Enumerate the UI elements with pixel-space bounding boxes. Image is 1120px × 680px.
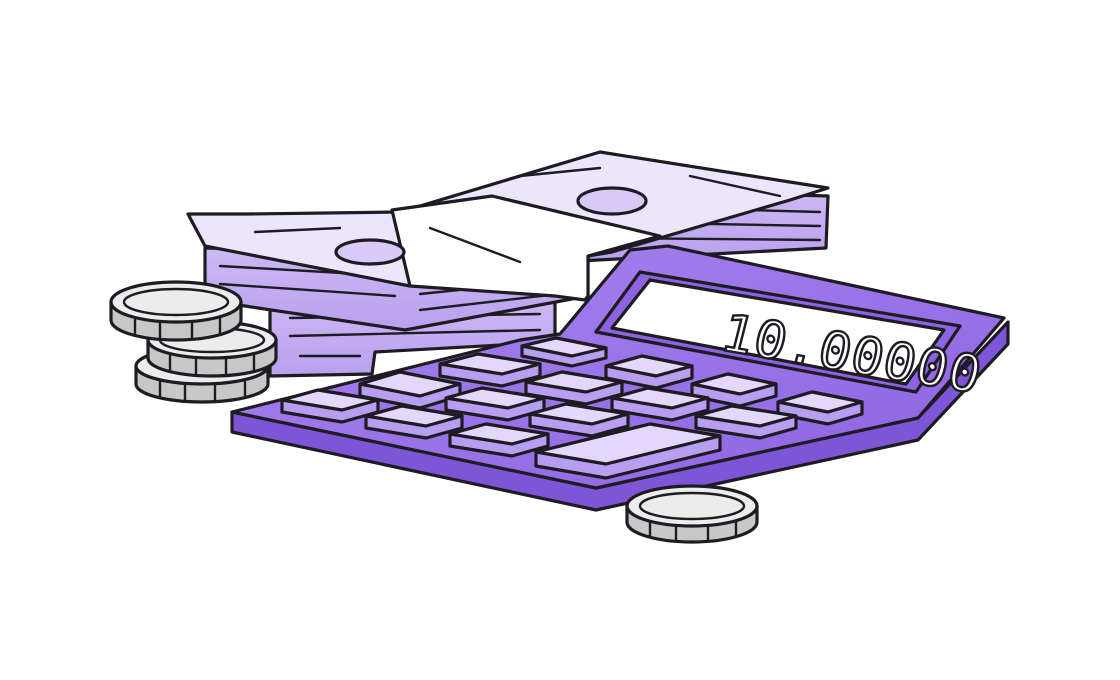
calculator-key xyxy=(604,354,694,390)
calculator-key xyxy=(528,402,630,438)
calculator-key xyxy=(694,404,798,440)
coin-icon xyxy=(109,280,243,342)
calculator-key xyxy=(438,352,542,388)
calculator-key xyxy=(520,336,608,368)
calculator-icon: 10.00000 xyxy=(230,244,1010,512)
calculator-key xyxy=(280,388,380,424)
coin-icon xyxy=(625,484,759,544)
calculator-key xyxy=(776,390,864,426)
calculator-key xyxy=(364,404,464,440)
calculator-wide-key xyxy=(534,422,722,480)
coin-stack-icon xyxy=(109,280,278,404)
calculator-key xyxy=(448,422,550,458)
calculator-keypad xyxy=(280,336,864,480)
